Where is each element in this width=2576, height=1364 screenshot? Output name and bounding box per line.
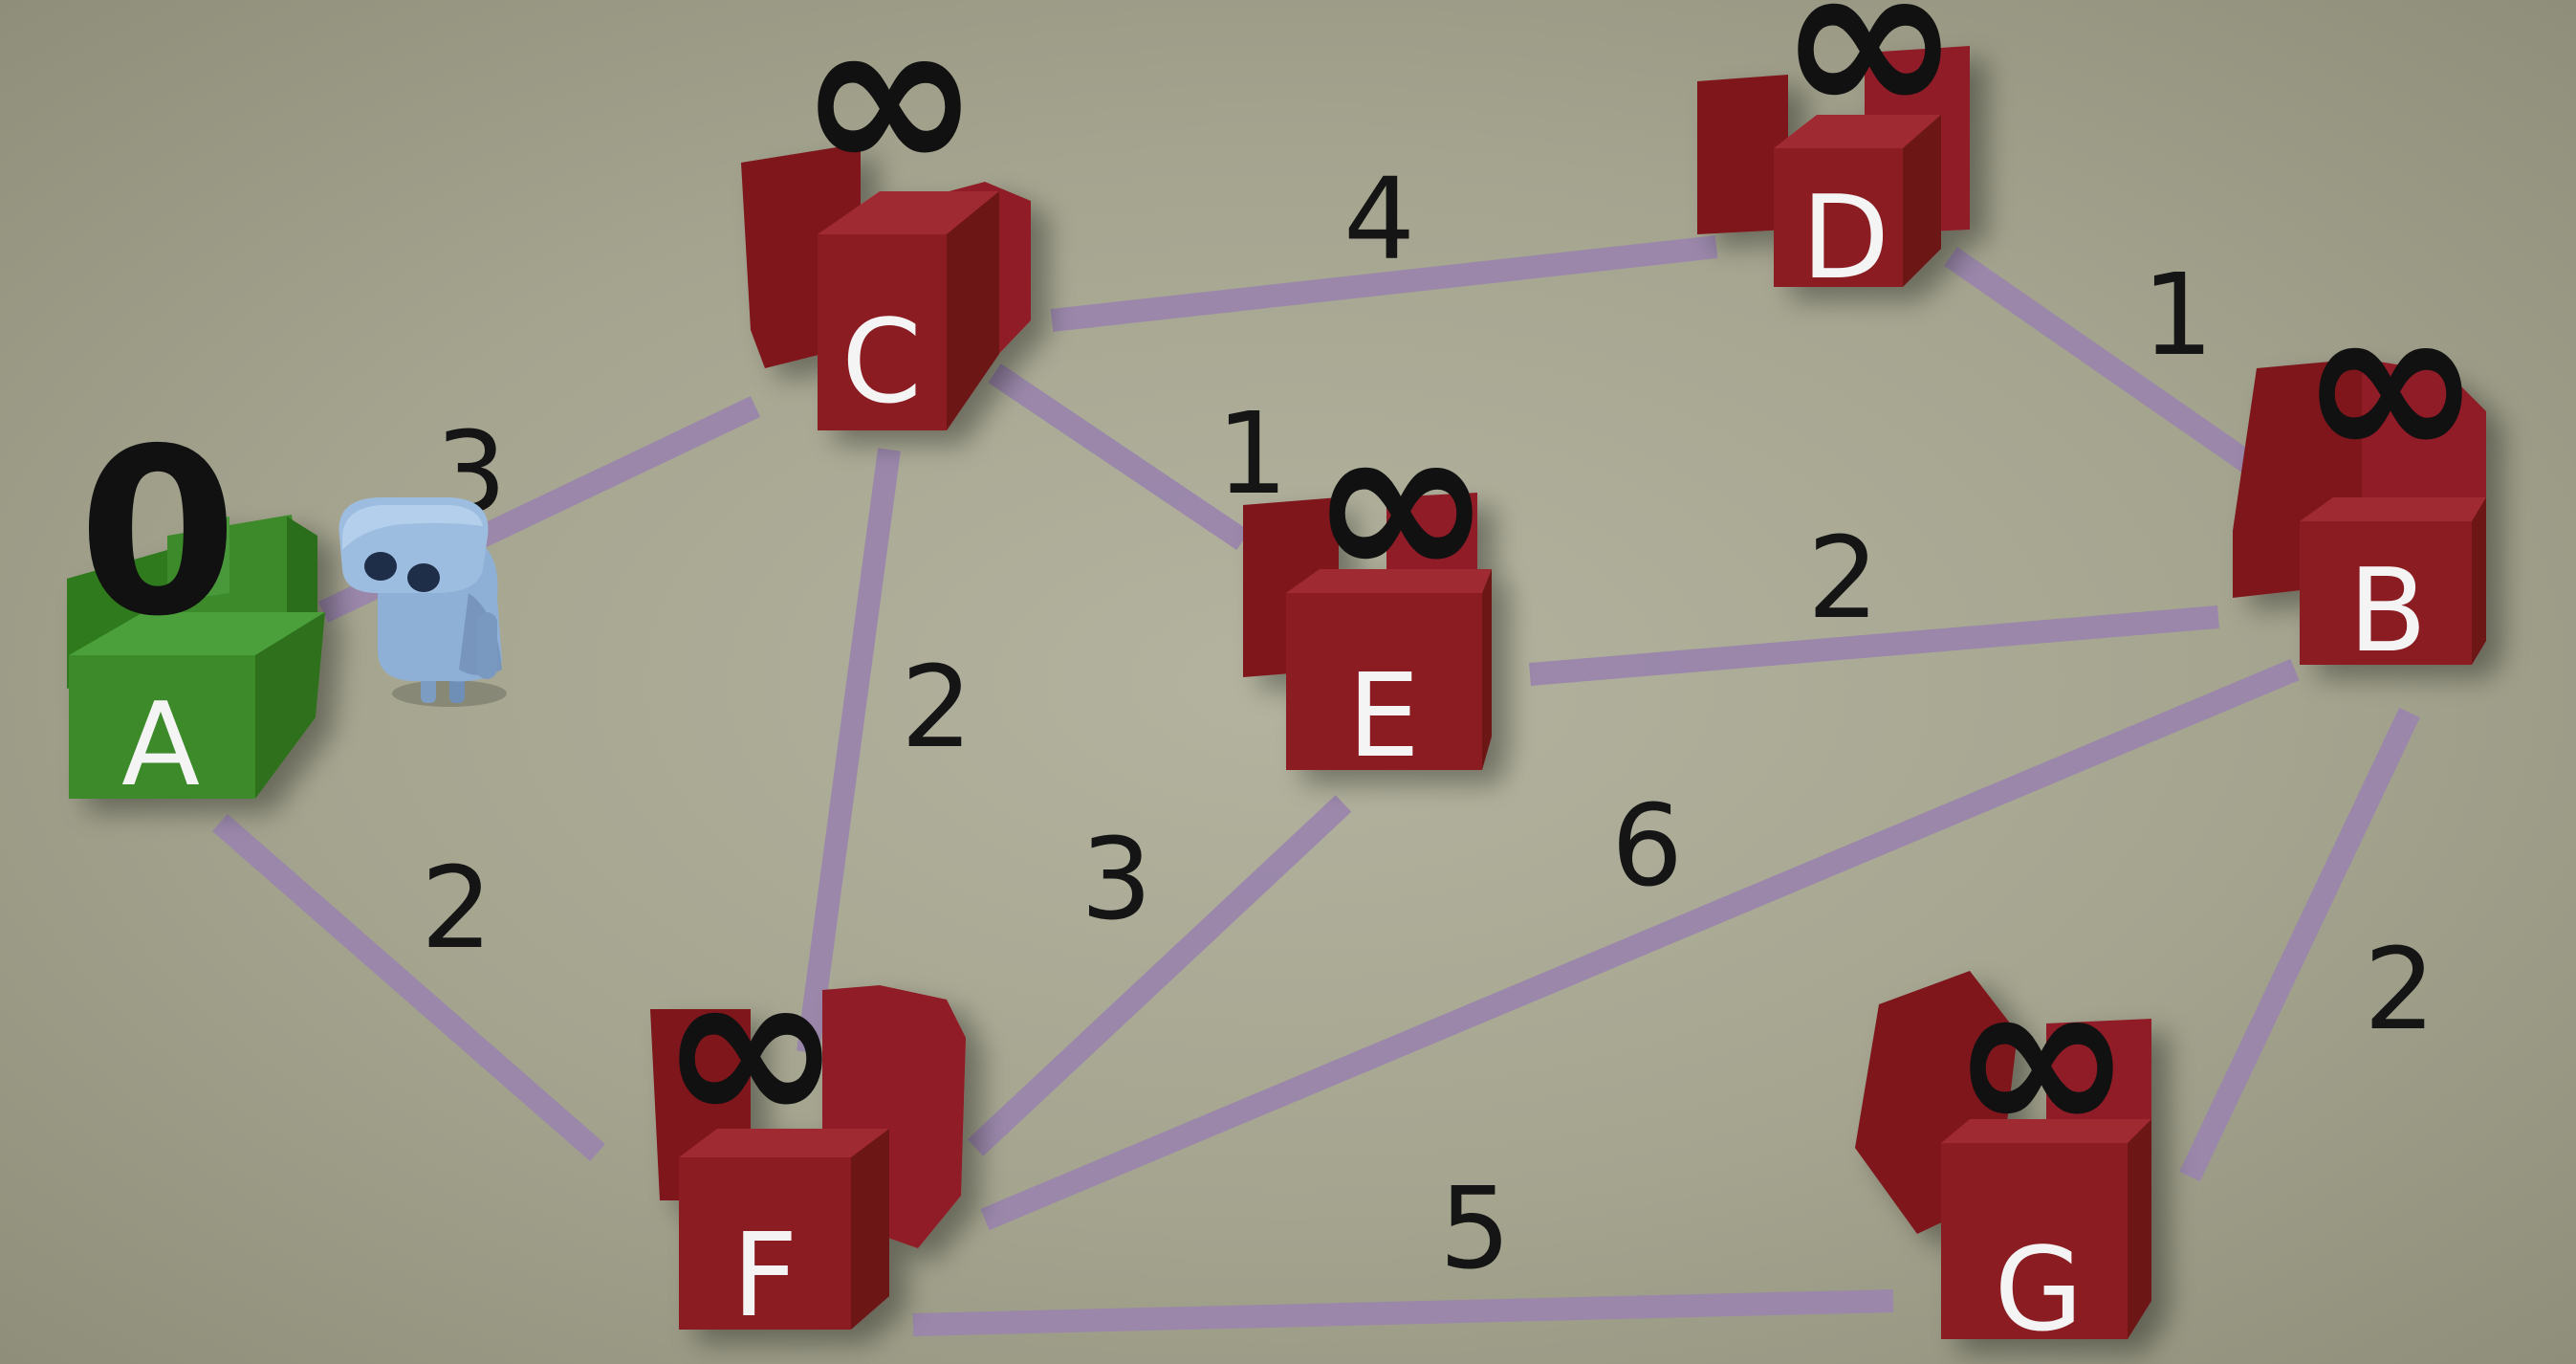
weight-f-b: 6 — [1611, 780, 1683, 912]
node-f[interactable]: F — [650, 985, 966, 1343]
edge-d-b — [1944, 247, 2263, 478]
weight-c-d: 4 — [1343, 153, 1415, 285]
weight-a-f: 2 — [421, 842, 492, 974]
node-e[interactable]: E — [1243, 493, 1492, 783]
weight-b-g: 2 — [2364, 923, 2435, 1055]
node-g[interactable]: G — [1855, 971, 2151, 1357]
node-e-distance: ∞ — [1309, 376, 1493, 631]
edge-f-g — [912, 1289, 1894, 1336]
robot-icon — [338, 497, 507, 707]
node-a-label: A — [121, 679, 200, 812]
edge-f-b — [980, 658, 2300, 1231]
edge-c-d — [1050, 235, 1718, 332]
weight-d-b: 1 — [2142, 249, 2214, 381]
node-c[interactable]: C — [741, 143, 1031, 430]
weight-e-f: 3 — [1081, 813, 1152, 945]
edge-e-b — [1529, 605, 2219, 686]
edges — [212, 235, 2420, 1336]
node-d[interactable]: D — [1697, 46, 1970, 305]
weight-c-f: 2 — [901, 641, 972, 773]
node-a[interactable]: A — [67, 515, 325, 812]
node-f-label: F — [731, 1210, 797, 1343]
edge-a-f — [212, 813, 605, 1162]
edge-c-e — [988, 363, 1250, 550]
edge-e-f — [967, 795, 1352, 1156]
node-b-label: B — [2348, 545, 2427, 678]
node-f-distance: ∞ — [659, 921, 842, 1177]
edge-c-f — [797, 448, 901, 1054]
weight-f-g: 5 — [1439, 1162, 1511, 1294]
node-c-distance: ∞ — [797, 0, 981, 225]
node-g-distance: ∞ — [1950, 931, 2133, 1186]
node-b[interactable]: B — [2233, 359, 2486, 678]
node-c-label: C — [841, 297, 922, 429]
edge-b-g — [2179, 707, 2420, 1182]
node-b-distance: ∞ — [2299, 256, 2482, 512]
node-d-distance: ∞ — [1778, 0, 1961, 167]
node-d-label: D — [1801, 172, 1889, 305]
node-e-label: E — [1347, 650, 1420, 783]
edge-weights: 3 2 4 1 2 1 2 3 6 5 2 — [421, 153, 2435, 1294]
node-a-distance: 0 — [78, 399, 238, 667]
weight-c-e: 1 — [1216, 387, 1288, 519]
weight-e-b: 2 — [1807, 512, 1879, 644]
node-g-label: G — [1995, 1224, 2084, 1357]
